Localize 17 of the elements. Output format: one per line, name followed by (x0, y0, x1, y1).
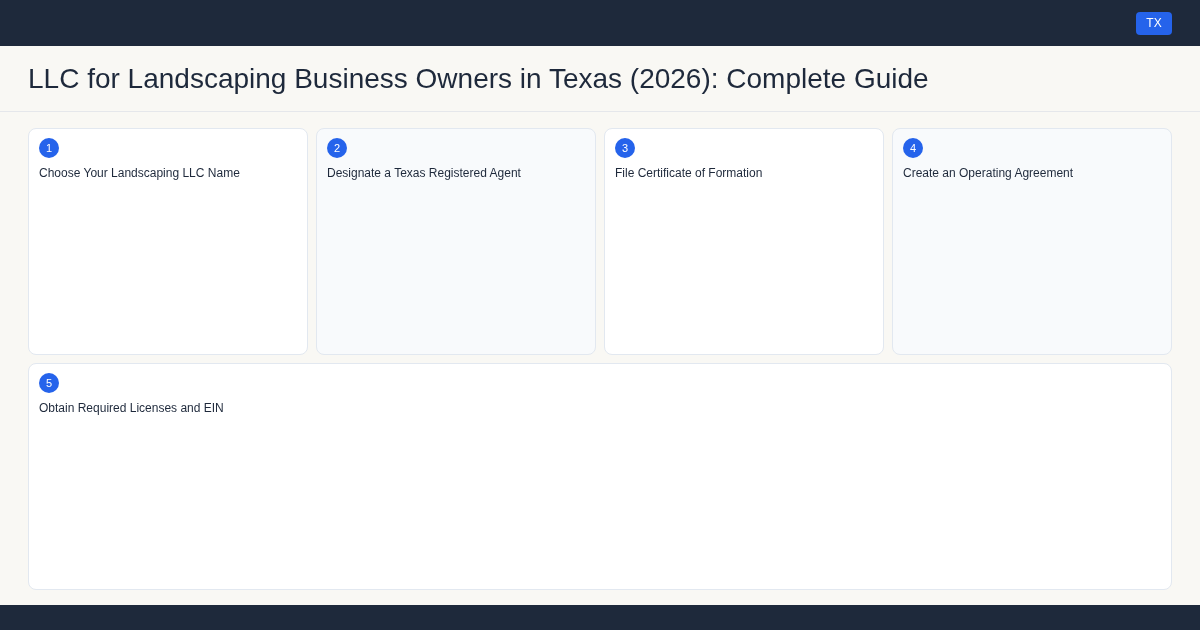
step-title: Designate a Texas Registered Agent (327, 165, 521, 181)
step-number: 5 (39, 373, 59, 393)
step-title: File Certificate of Formation (615, 165, 763, 181)
step-title: Choose Your Landscaping LLC Name (39, 165, 240, 181)
step-number: 2 (327, 138, 347, 158)
step-number: 4 (903, 138, 923, 158)
step-card (316, 128, 596, 355)
step-card (28, 363, 1172, 590)
step-number: 3 (615, 138, 635, 158)
step-card (892, 128, 1172, 355)
step-card (28, 128, 308, 355)
step-title: Obtain Required Licenses and EIN (39, 400, 224, 416)
state-tag: TX (1136, 12, 1172, 35)
step-number: 1 (39, 138, 59, 158)
page-title: LLC for Landscaping Business Owners in Texas (2026): Complete Guide (28, 62, 929, 96)
step-card (604, 128, 884, 355)
step-title: Create an Operating Agreement (903, 165, 1074, 181)
